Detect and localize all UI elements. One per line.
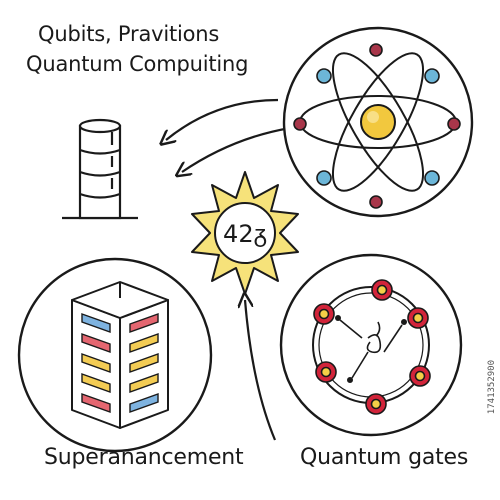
atom-icon xyxy=(282,26,474,218)
arrow-icon xyxy=(166,98,291,441)
server-database-icon xyxy=(62,118,138,220)
caption-quantum-gates: Quantum gates xyxy=(300,445,469,470)
quantum-gate-ring-icon xyxy=(279,253,463,437)
stock-id-text: 1741352900 xyxy=(487,360,497,415)
caption-superanancement: Superanancement xyxy=(44,445,244,470)
data-tower-icon xyxy=(17,257,213,453)
title-line-2: Quantum Compuiting xyxy=(26,52,249,76)
badge-text: 42ᵹ xyxy=(223,220,267,248)
title-line-1: Qubits, Pravitions xyxy=(38,22,220,46)
sun-badge-icon: 42ᵹ xyxy=(191,171,299,295)
